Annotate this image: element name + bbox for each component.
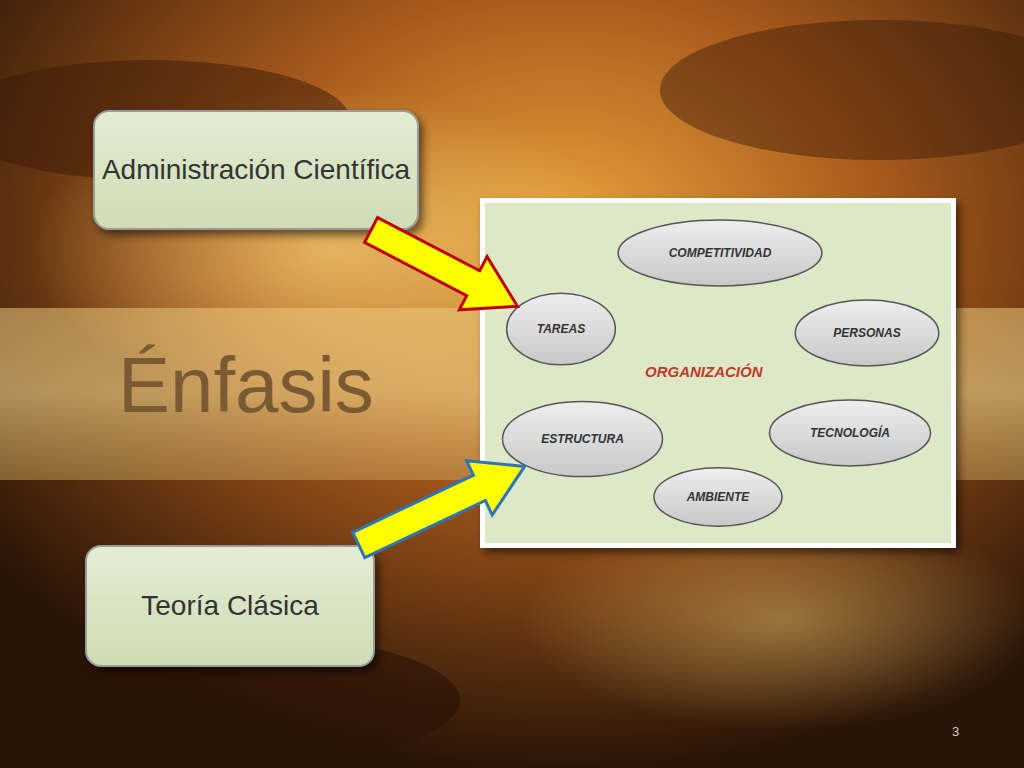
node-label: PERSONAS [833,326,900,340]
organization-panel: ORGANIZACIÓN COMPETITIVIDAD TAREAS PERSONAS… [480,198,956,548]
aspect-ellipse: TECNOLOGÍA [767,398,933,468]
aspect-ellipse: PERSONAS [793,298,941,368]
node-label: AMBIENTE [687,490,750,504]
aspect-ellipse: TAREAS [505,291,617,367]
page-number: 3 [952,724,959,739]
node-label: COMPETITIVIDAD [669,246,772,260]
center-label: ORGANIZACIÓN [645,363,763,380]
node-label: TAREAS [537,322,585,336]
aspect-ellipse: AMBIENTE [652,466,784,528]
node-label: ESTRUCTURA [541,432,624,446]
block-arrow [365,218,518,310]
theory-box: Administración Científica [93,110,419,230]
node-label: Administración Científica [102,153,410,187]
node-label: Teoría Clásica [141,589,318,623]
node-label: TECNOLOGÍA [810,426,890,440]
aspect-ellipse: ESTRUCTURA [500,399,665,479]
block-arrow [353,461,525,558]
slide-title: Énfasis [118,340,374,430]
theory-box: Teoría Clásica [85,545,375,667]
aspect-ellipse: COMPETITIVIDAD [615,218,825,288]
